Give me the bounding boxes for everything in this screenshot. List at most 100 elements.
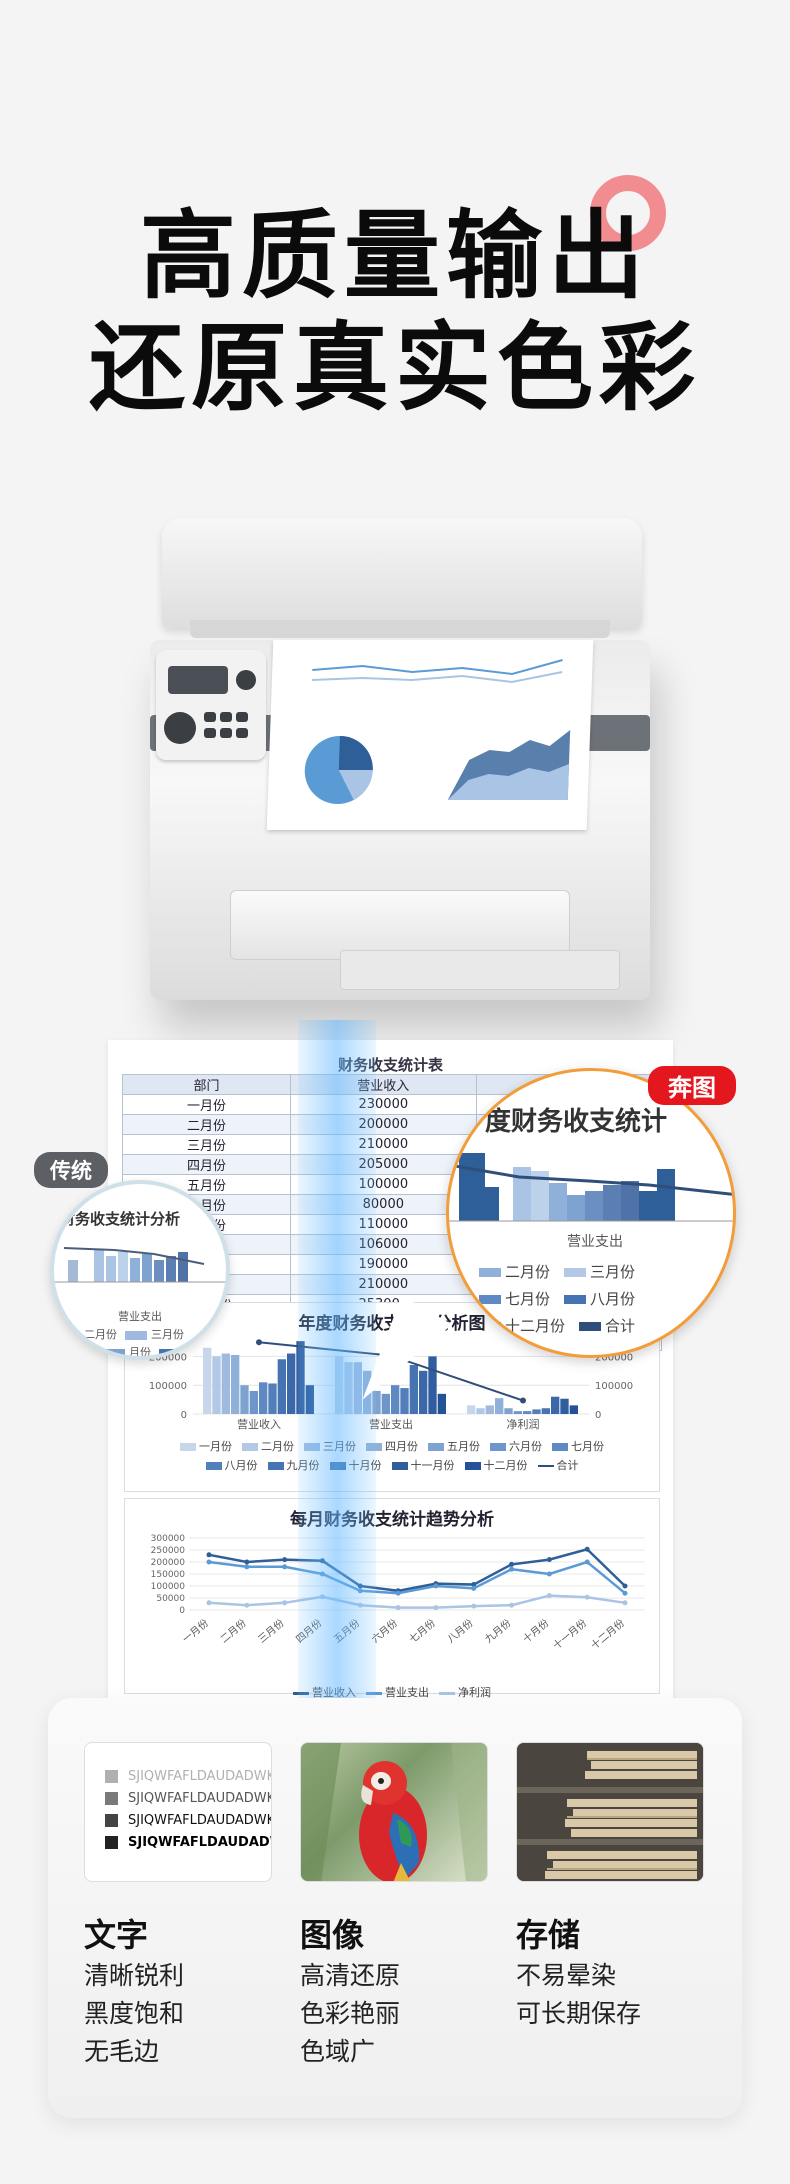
magnifier-traditional: 财务收支统计分析 营业支出 二月份三月份四月份八月份合计 [50, 1180, 230, 1360]
monthly-point [509, 1561, 515, 1567]
printer-scanner-lid [162, 518, 642, 628]
feature-image-line: 色彩艳丽 [300, 1999, 401, 2028]
annual-bar [495, 1398, 504, 1414]
legend-item: 二月份 [242, 1438, 294, 1454]
magnifier-brand: 度财务收支统计 营业支出 二月份三月份七月份八月份十二月份合计 [446, 1068, 736, 1358]
legend-swatch [58, 1348, 80, 1356]
legend-swatch [180, 1443, 196, 1451]
magnifier-right-legend: 二月份三月份七月份八月份十二月份合计 [479, 1261, 719, 1336]
feature-text: SJIQWFAFLDAUDADWKW SJIQWFAFLDAUDADWKW SJ… [84, 1742, 276, 2070]
grey-square-icon [105, 1791, 118, 1805]
annual-y-tick: 0 [181, 1410, 187, 1421]
feature-image-title: 图像 [300, 1916, 365, 1954]
magnifier-legend-item: 二月份 [58, 1326, 117, 1342]
magnifier-left-legend: 二月份三月份四月份八月份合计 [58, 1326, 226, 1356]
annual-bar [381, 1393, 390, 1414]
printer-body [150, 640, 650, 1000]
monthly-x-label: 七月份 [407, 1617, 438, 1645]
monthly-point [622, 1583, 628, 1589]
printer-key [204, 712, 216, 722]
magnifier-legend-item: 七月份 [479, 1288, 550, 1309]
parrot-photo [300, 1742, 488, 1882]
feature-card: SJIQWFAFLDAUDADWKW SJIQWFAFLDAUDADWKW SJ… [48, 1698, 742, 2118]
legend-swatch [242, 1443, 258, 1451]
legend-swatch [103, 1348, 125, 1356]
legend-item: 五月份 [428, 1438, 480, 1454]
feature-storage: 存储 不易晕染 可长期保存 [516, 1742, 708, 2032]
annual-bar [372, 1390, 381, 1414]
grey-square-icon [105, 1769, 118, 1783]
monthly-series-line [208, 1547, 626, 1593]
magnifier-left-axis-label: 营业支出 [118, 1310, 162, 1323]
printer-control-panel [156, 650, 266, 760]
monthly-x-label: 八月份 [445, 1617, 476, 1645]
annual-bar [560, 1398, 569, 1414]
monthly-point [584, 1559, 590, 1565]
legend-swatch [391, 1462, 408, 1470]
legend-item: 净利润 [439, 1684, 491, 1700]
legend-item: 一月份 [180, 1438, 232, 1454]
magnifier-left-title: 财务收支统计分析 [60, 1210, 181, 1228]
monthly-point [433, 1583, 439, 1589]
annual-bar [409, 1365, 418, 1414]
annual-category-label: 营业收入 [237, 1417, 281, 1431]
annual-bar [532, 1409, 541, 1414]
feature-image-line: 高清还原 [300, 1961, 401, 1990]
annual-legend: 一月份二月份三月份四月份五月份六月份七月份八月份九月份十月份十一月份十二月份合计 [125, 1438, 659, 1473]
annual-total-point [256, 1339, 262, 1346]
legend-item: 十二月份 [464, 1457, 528, 1473]
magnifier-legend-item: 月份 [103, 1344, 151, 1356]
annual-y-right-tick: 0 [595, 1410, 601, 1421]
table-cell: 二月份 [121, 1114, 292, 1135]
printer-lid-edge [190, 620, 610, 638]
annual-bar [249, 1390, 258, 1414]
monthly-y-tick: 50000 [156, 1594, 185, 1604]
monthly-series-line [208, 1594, 626, 1609]
legend-swatch [537, 1465, 554, 1467]
legend-swatch [564, 1268, 587, 1277]
annual-bar [485, 1405, 494, 1414]
monthly-point [206, 1552, 212, 1558]
monthly-x-label: 三月份 [256, 1617, 287, 1645]
feature-storage-title: 存储 [516, 1916, 581, 1954]
monthly-point [433, 1605, 439, 1611]
legend-item: 七月份 [552, 1438, 604, 1454]
monthly-chart-title: 每月财务收支统计趋势分析 [290, 1510, 494, 1530]
legend-swatch [464, 1462, 481, 1470]
legend-item: 六月份 [490, 1438, 542, 1454]
hero-title-line2: 还原真实色彩 [89, 312, 701, 424]
monthly-point [206, 1600, 212, 1606]
monthly-point [471, 1603, 477, 1609]
printer-key [204, 728, 216, 738]
legend-swatch [58, 1330, 80, 1340]
printed-page-charts [304, 659, 571, 804]
legend-swatch [159, 1348, 181, 1356]
monthly-y-tick: 150000 [151, 1570, 186, 1580]
archive-shelf-photo [516, 1742, 704, 1882]
legend-swatch [428, 1443, 444, 1451]
grey-square-icon [105, 1813, 118, 1827]
text-sample-thumbnail: SJIQWFAFLDAUDADWKW SJIQWFAFLDAUDADWKW SJ… [84, 1742, 272, 1882]
monthly-point [244, 1559, 250, 1565]
hero-title: 高质量输出 还原真实色彩 [0, 200, 790, 424]
text-sample-line: SJIQWFAFLDAUDADWKW [85, 1787, 271, 1809]
magnifier-legend-item: 八月份 [564, 1288, 635, 1309]
table-header-cell: 部门 [121, 1074, 292, 1095]
magnifier-legend-item: 合计 [579, 1315, 635, 1336]
monthly-y-tick: 200000 [151, 1558, 186, 1568]
magnifier-legend-item: 十二月份 [479, 1315, 565, 1336]
legend-swatch [564, 1295, 587, 1304]
legend-swatch [479, 1295, 501, 1304]
monthly-line-chart: 300000250000200000150000100000500000一月份二… [151, 1534, 645, 1652]
magnifier-legend-item: 四 [58, 1344, 95, 1356]
annual-bar [551, 1396, 560, 1414]
annual-y-tick: 100000 [149, 1381, 187, 1392]
monthly-x-label: 十二月份 [588, 1616, 627, 1652]
annual-y-tick: 200000 [149, 1352, 187, 1363]
printer-display [168, 666, 228, 694]
table-cell: 三月份 [121, 1134, 292, 1155]
feature-image-line: 色域广 [300, 2037, 376, 2066]
annual-bar [231, 1354, 240, 1414]
feature-storage-line: 可长期保存 [516, 1999, 642, 2028]
monthly-point [622, 1600, 628, 1606]
